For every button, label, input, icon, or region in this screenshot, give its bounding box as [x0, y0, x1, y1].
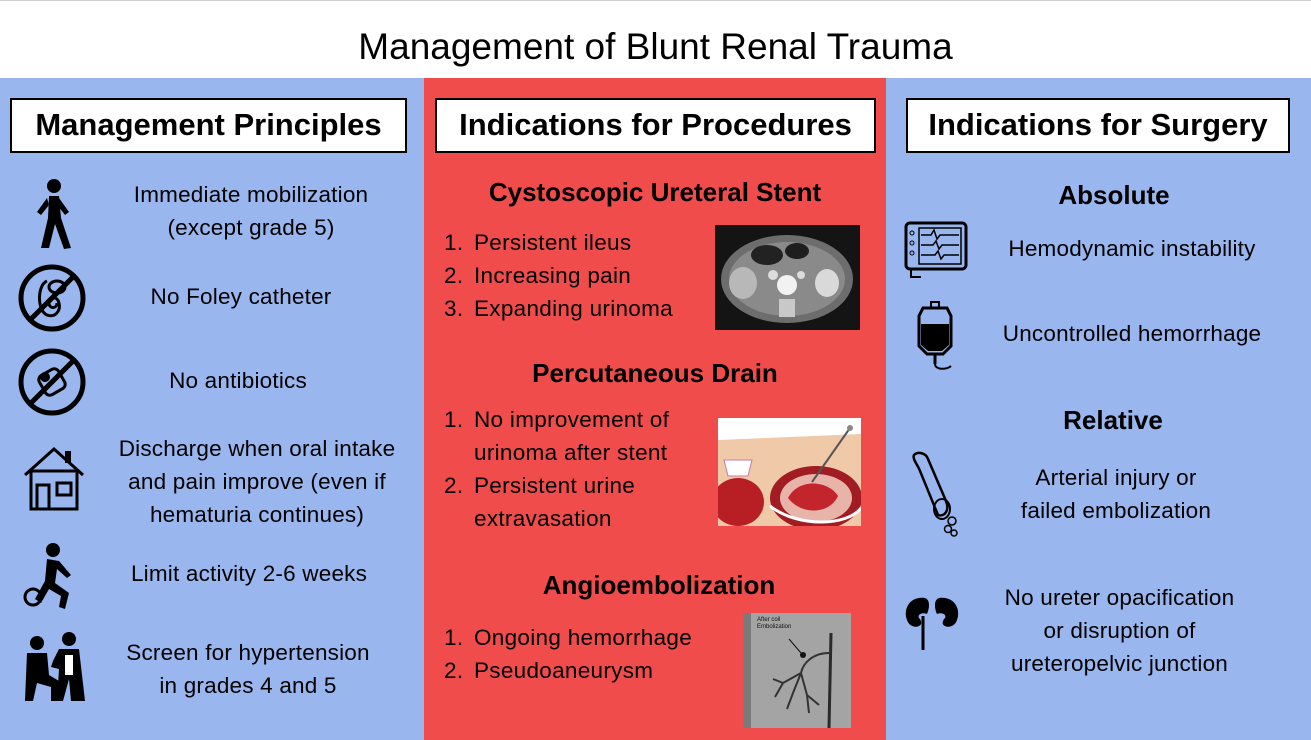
- angiogram-label: After coil Embolization: [757, 617, 792, 630]
- walking-person-icon: [16, 178, 88, 250]
- no-catheter-icon: [16, 262, 88, 334]
- stent-title: Cystoscopic Ureteral Stent: [488, 177, 822, 207]
- artery-icon: [900, 451, 972, 537]
- list-item: 2.Persistent urine: [444, 473, 636, 498]
- list-item: 2.Pseudoaneurysm: [444, 658, 654, 683]
- management-principles-column: Management Principles Immediate mobiliza…: [0, 78, 424, 740]
- list-item: 3.Expanding urinoma: [444, 296, 673, 321]
- house-icon: [18, 442, 90, 514]
- running-person-icon: [18, 540, 90, 612]
- principle-no-antibiotics-text: No antibiotics: [169, 368, 307, 393]
- ct-scan-image: [715, 225, 860, 330]
- list-item: 2.Increasing pain: [444, 263, 632, 288]
- hemodynamic-instability-text: Hemodynamic instability: [1008, 236, 1256, 261]
- list-item: extravasation: [474, 506, 612, 531]
- angio-list: 1.Ongoing hemorrhage 2.Pseudoaneurysm: [444, 621, 692, 687]
- page-title: Management of Blunt Renal Trauma: [0, 0, 1311, 78]
- procedures-column: Indications for Procedures Cystoscopic U…: [424, 78, 886, 740]
- blood-bag-icon: [900, 300, 972, 372]
- angiogram-image: After coil Embolization: [743, 613, 851, 728]
- relative-title: Relative: [1063, 405, 1163, 435]
- no-antibiotics-icon: [16, 346, 88, 418]
- kidney-icon: [896, 588, 968, 660]
- absolute-title: Absolute: [1058, 180, 1170, 210]
- vital-monitor-icon: [900, 214, 972, 286]
- list-item: 1.Persistent ileus: [444, 230, 632, 255]
- list-item: 1.No improvement of: [444, 407, 670, 432]
- principle-mobilization-text: Immediate mobilization(except grade 5): [133, 182, 369, 240]
- surgery-column: Indications for Surgery Absolute Hemodyn…: [886, 78, 1311, 740]
- angio-title: Angioembolization: [542, 570, 776, 600]
- drain-list: 1.No improvement of urinoma after stent …: [444, 403, 669, 535]
- list-item: urinoma after stent: [474, 440, 668, 465]
- uncontrolled-hemorrhage-text: Uncontrolled hemorrhage: [1002, 321, 1262, 346]
- management-principles-heading: Management Principles: [10, 98, 407, 153]
- principle-no-foley-text: No Foley catheter: [150, 284, 332, 309]
- stent-list: 1.Persistent ileus 2.Increasing pain 3.E…: [444, 226, 673, 325]
- drain-title: Percutaneous Drain: [532, 358, 778, 388]
- surgery-heading: Indications for Surgery: [906, 98, 1290, 153]
- doctor-patient-icon: [18, 630, 90, 702]
- drain-illustration: [718, 418, 861, 526]
- procedures-heading: Indications for Procedures: [435, 98, 876, 153]
- principle-activity-text: Limit activity 2-6 weeks: [130, 561, 368, 586]
- list-item: 1.Ongoing hemorrhage: [444, 625, 693, 650]
